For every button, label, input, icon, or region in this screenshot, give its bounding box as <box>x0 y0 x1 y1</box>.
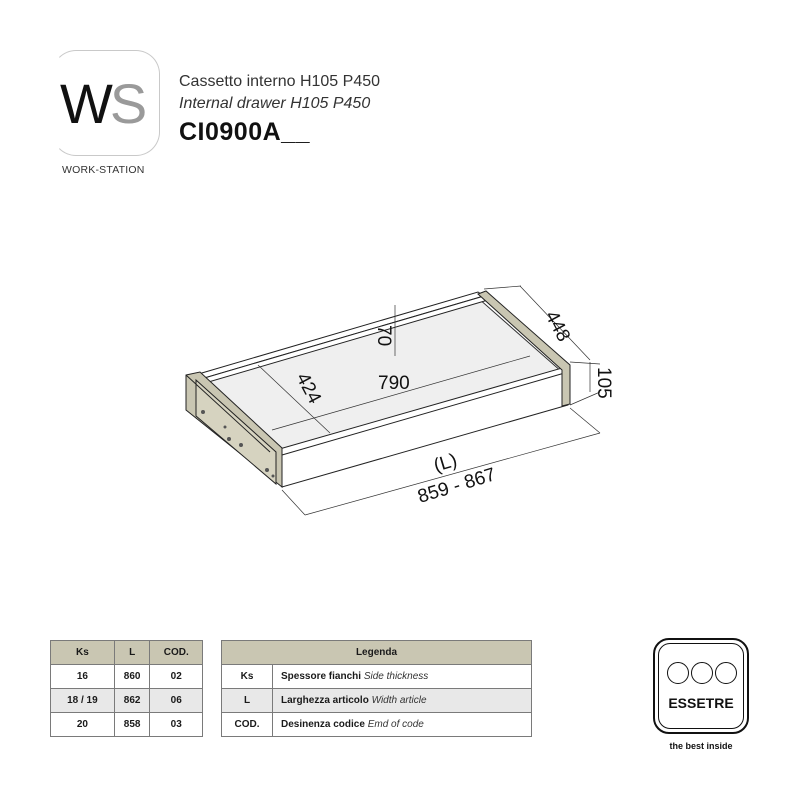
cell: 06 <box>149 688 203 713</box>
three-circles-icon <box>667 662 737 684</box>
cell: 02 <box>149 664 203 689</box>
col-cod: COD. <box>149 640 203 665</box>
ws-logo: WS <box>60 76 147 132</box>
ks-table: Ks L COD. 16 860 02 18 / 19 862 06 20 85… <box>50 640 203 737</box>
legend-key: COD. <box>221 712 273 737</box>
cell: 20 <box>50 712 115 737</box>
product-code: CI0900A__ <box>179 118 310 146</box>
drawer-technical-drawing: 448 105 70 424 790 (L) 859 - 867 <box>185 285 614 516</box>
legend-row: Ks Spessore fianchi Side thickness <box>221 664 532 689</box>
logo-letter-w: W <box>60 72 113 135</box>
cell: 03 <box>149 712 203 737</box>
cell: 862 <box>113 688 151 713</box>
title-italian: Cassetto interno H105 P450 <box>179 73 381 90</box>
dim-inner-length: 790 <box>378 373 410 394</box>
legend-header-row: Legenda <box>221 640 532 665</box>
legend-desc: Spessore fianchi Side thickness <box>272 664 532 689</box>
legend-it: Desinenza codice <box>281 719 365 730</box>
dim-length-label: (L) <box>431 450 459 477</box>
legend-table: Legenda Ks Spessore fianchi Side thickne… <box>221 640 532 737</box>
circle-icon <box>715 662 737 684</box>
table-row: 20 858 03 <box>50 712 203 737</box>
legend-key: Ks <box>221 664 273 689</box>
logo-frame <box>52 50 160 156</box>
legend-key: L <box>221 688 273 713</box>
circle-icon <box>667 662 689 684</box>
dim-inner-height: 70 <box>373 325 394 346</box>
brand-tagline: the best inside <box>669 741 733 751</box>
legend-desc: Desinenza codice Emd of code <box>272 712 532 737</box>
logo-letter-s: S <box>109 72 147 135</box>
legend-title: Legenda <box>221 640 532 665</box>
cell: 858 <box>113 712 151 737</box>
legend-row: L Larghezza articolo Width article <box>221 688 532 713</box>
legend-en: Side thickness <box>363 671 429 682</box>
legend-en: Emd of code <box>367 719 424 730</box>
legend-en: Width article <box>371 695 427 706</box>
legend-desc: Larghezza articolo Width article <box>272 688 532 713</box>
brand-name: ESSETRE <box>668 695 734 711</box>
col-ks: Ks <box>50 640 115 665</box>
table-row: 18 / 19 862 06 <box>50 688 203 713</box>
table-row: 16 860 02 <box>50 664 203 689</box>
table-header-row: Ks L COD. <box>50 640 203 665</box>
title-english: Internal drawer H105 P450 <box>179 95 371 112</box>
cell: 16 <box>50 664 115 689</box>
legend-it: Spessore fianchi <box>281 671 362 682</box>
essetre-logo: ESSETRE <box>653 638 749 734</box>
cell: 18 / 19 <box>50 688 115 713</box>
circle-icon <box>691 662 713 684</box>
logo-inner-frame <box>658 643 744 729</box>
logo-subtitle: WORK-STATION <box>62 164 145 176</box>
dim-height: 105 <box>593 367 614 399</box>
cell: 860 <box>113 664 151 689</box>
legend-it: Larghezza articolo <box>281 695 369 706</box>
legend-row: COD. Desinenza codice Emd of code <box>221 712 532 737</box>
col-l: L <box>113 640 151 665</box>
